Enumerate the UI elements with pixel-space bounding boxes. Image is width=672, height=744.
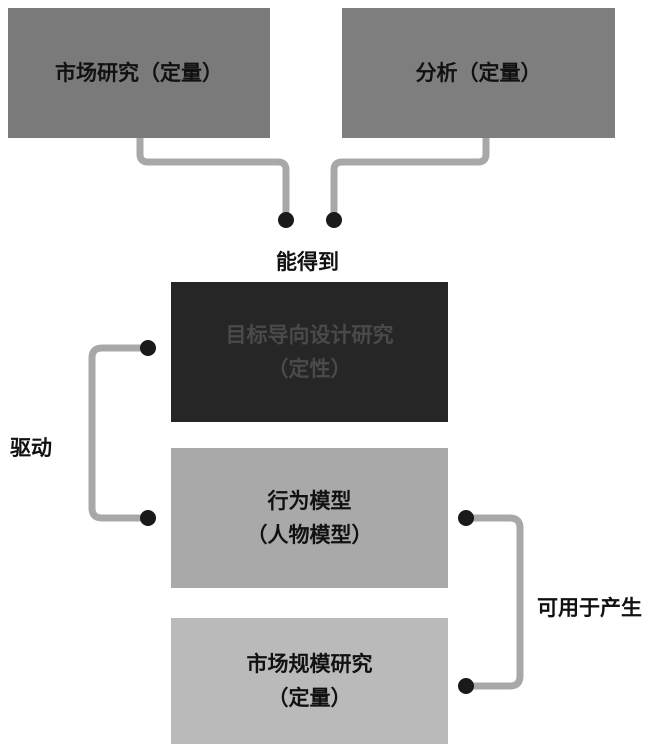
- dot-behavior-right: [458, 510, 474, 526]
- can-get-label: 能得到: [276, 250, 339, 274]
- behavior-model-title: 行为模型: [267, 489, 352, 513]
- dot-goal-design: [140, 340, 156, 356]
- market-size-research-box: 市场规模研究 （定量）: [171, 618, 448, 744]
- goal-design-research-box: 目标导向设计研究 （定性）: [171, 282, 448, 422]
- dot-analysis: [326, 212, 342, 228]
- drive-label: 驱动: [10, 436, 52, 460]
- dot-market: [278, 212, 294, 228]
- market-size-title: 市场规模研究: [246, 652, 373, 676]
- goal-design-title: 目标导向设计研究: [225, 323, 394, 347]
- can-generate-label: 可用于产生: [537, 596, 642, 620]
- market-research-label: 市场研究（定量）: [55, 61, 223, 85]
- connector-analysis-to-dot: [330, 134, 490, 220]
- behavior-model-box: 行为模型 （人物模型）: [171, 448, 448, 588]
- connector-generate: [462, 514, 524, 690]
- connector-drive: [88, 344, 152, 522]
- behavior-model-subtitle: （人物模型）: [246, 523, 373, 547]
- dot-behavior-left: [140, 510, 156, 526]
- dot-market-size: [458, 678, 474, 694]
- market-research-box: 市场研究（定量）: [8, 8, 270, 138]
- market-size-subtitle: （定量）: [267, 686, 352, 710]
- goal-design-subtitle: （定性）: [267, 357, 352, 381]
- analysis-label: 分析（定量）: [415, 61, 542, 85]
- connector-market-to-dot: [136, 134, 290, 220]
- analysis-box: 分析（定量）: [342, 8, 615, 138]
